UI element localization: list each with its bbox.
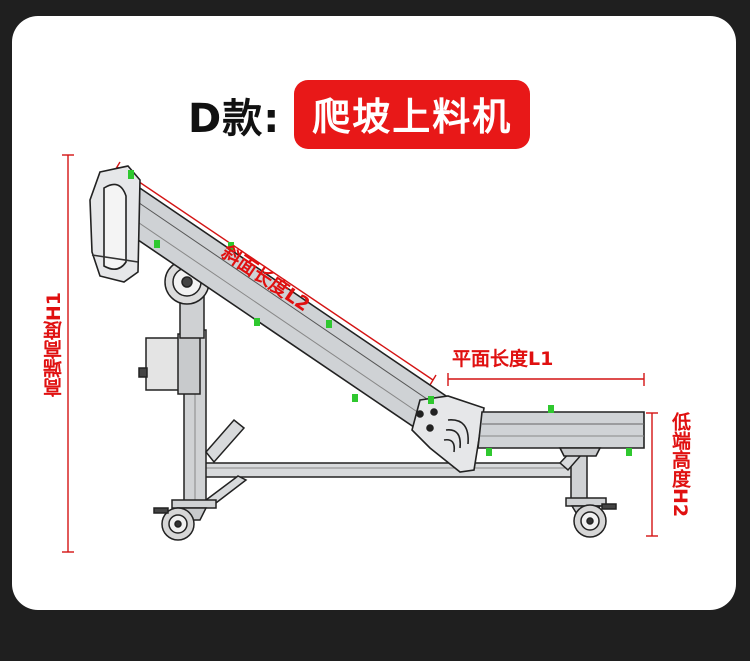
caster-right [565,497,617,538]
flat-length-label: 平面长度L1 [452,348,554,370]
inclined-section [89,165,454,440]
motor [138,333,201,395]
low-end-height-label: 低端高度H2 [669,412,691,518]
title: D款: 爬坡上料机 [188,80,531,149]
bend-joint [411,395,485,473]
product-name-badge: 爬坡上料机 [294,80,531,149]
dimension-lines [62,154,658,553]
flat-section [477,411,645,457]
marker-lugs [128,170,632,456]
high-end-height-label: 高端高度H1 [43,292,65,398]
caster-left [153,499,217,541]
model-label: D款: [188,95,281,142]
